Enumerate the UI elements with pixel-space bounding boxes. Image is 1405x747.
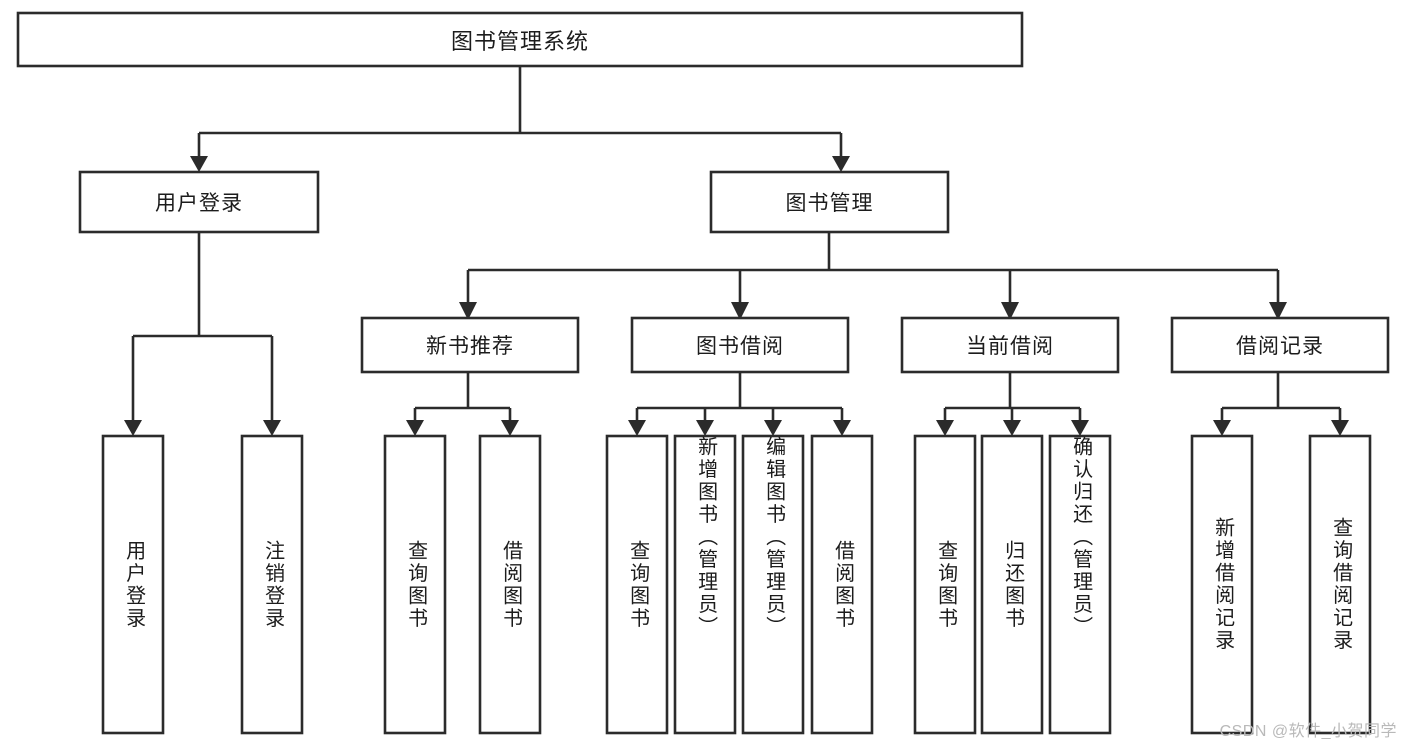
- leaf-new-book-1[interactable]: [478, 434, 542, 735]
- connector-root-to-level2: [190, 66, 850, 172]
- node-root[interactable]: [16, 11, 1024, 68]
- connector-records-to-leaves: [1213, 372, 1349, 436]
- connector-newbook-to-leaves: [406, 372, 519, 436]
- node-new-book-recommend[interactable]: [360, 316, 580, 374]
- leaf-user-login-1[interactable]: [240, 434, 304, 735]
- node-current-borrow[interactable]: [900, 316, 1120, 374]
- connector-borrow-to-leaves: [628, 372, 851, 436]
- leaf-book-borrow-1[interactable]: [673, 434, 737, 735]
- connector-user-login-to-leaves: [124, 232, 281, 436]
- leaf-user-login-0[interactable]: [101, 434, 165, 735]
- leaf-new-book-0[interactable]: [383, 434, 447, 735]
- node-book-management[interactable]: [709, 170, 950, 234]
- node-user-login[interactable]: [78, 170, 320, 234]
- connector-current-borrow-to-leaves: [936, 372, 1089, 436]
- leaf-current-borrow-0[interactable]: [913, 434, 977, 735]
- leaf-borrow-record-0[interactable]: [1190, 434, 1254, 735]
- connector-book-mgmt-to-level3: [459, 232, 1287, 320]
- leaf-current-borrow-1[interactable]: [980, 434, 1044, 735]
- leaf-current-borrow-2[interactable]: [1048, 434, 1112, 735]
- leaf-borrow-record-1[interactable]: [1308, 434, 1372, 735]
- leaf-book-borrow-3[interactable]: [810, 434, 874, 735]
- leaf-book-borrow-2[interactable]: [741, 434, 805, 735]
- csdn-watermark: CSDN @软件_小贺同学: [1219, 723, 1397, 740]
- leaf-book-borrow-0[interactable]: [605, 434, 669, 735]
- node-borrow-records[interactable]: [1170, 316, 1390, 374]
- node-book-borrow[interactable]: [630, 316, 850, 374]
